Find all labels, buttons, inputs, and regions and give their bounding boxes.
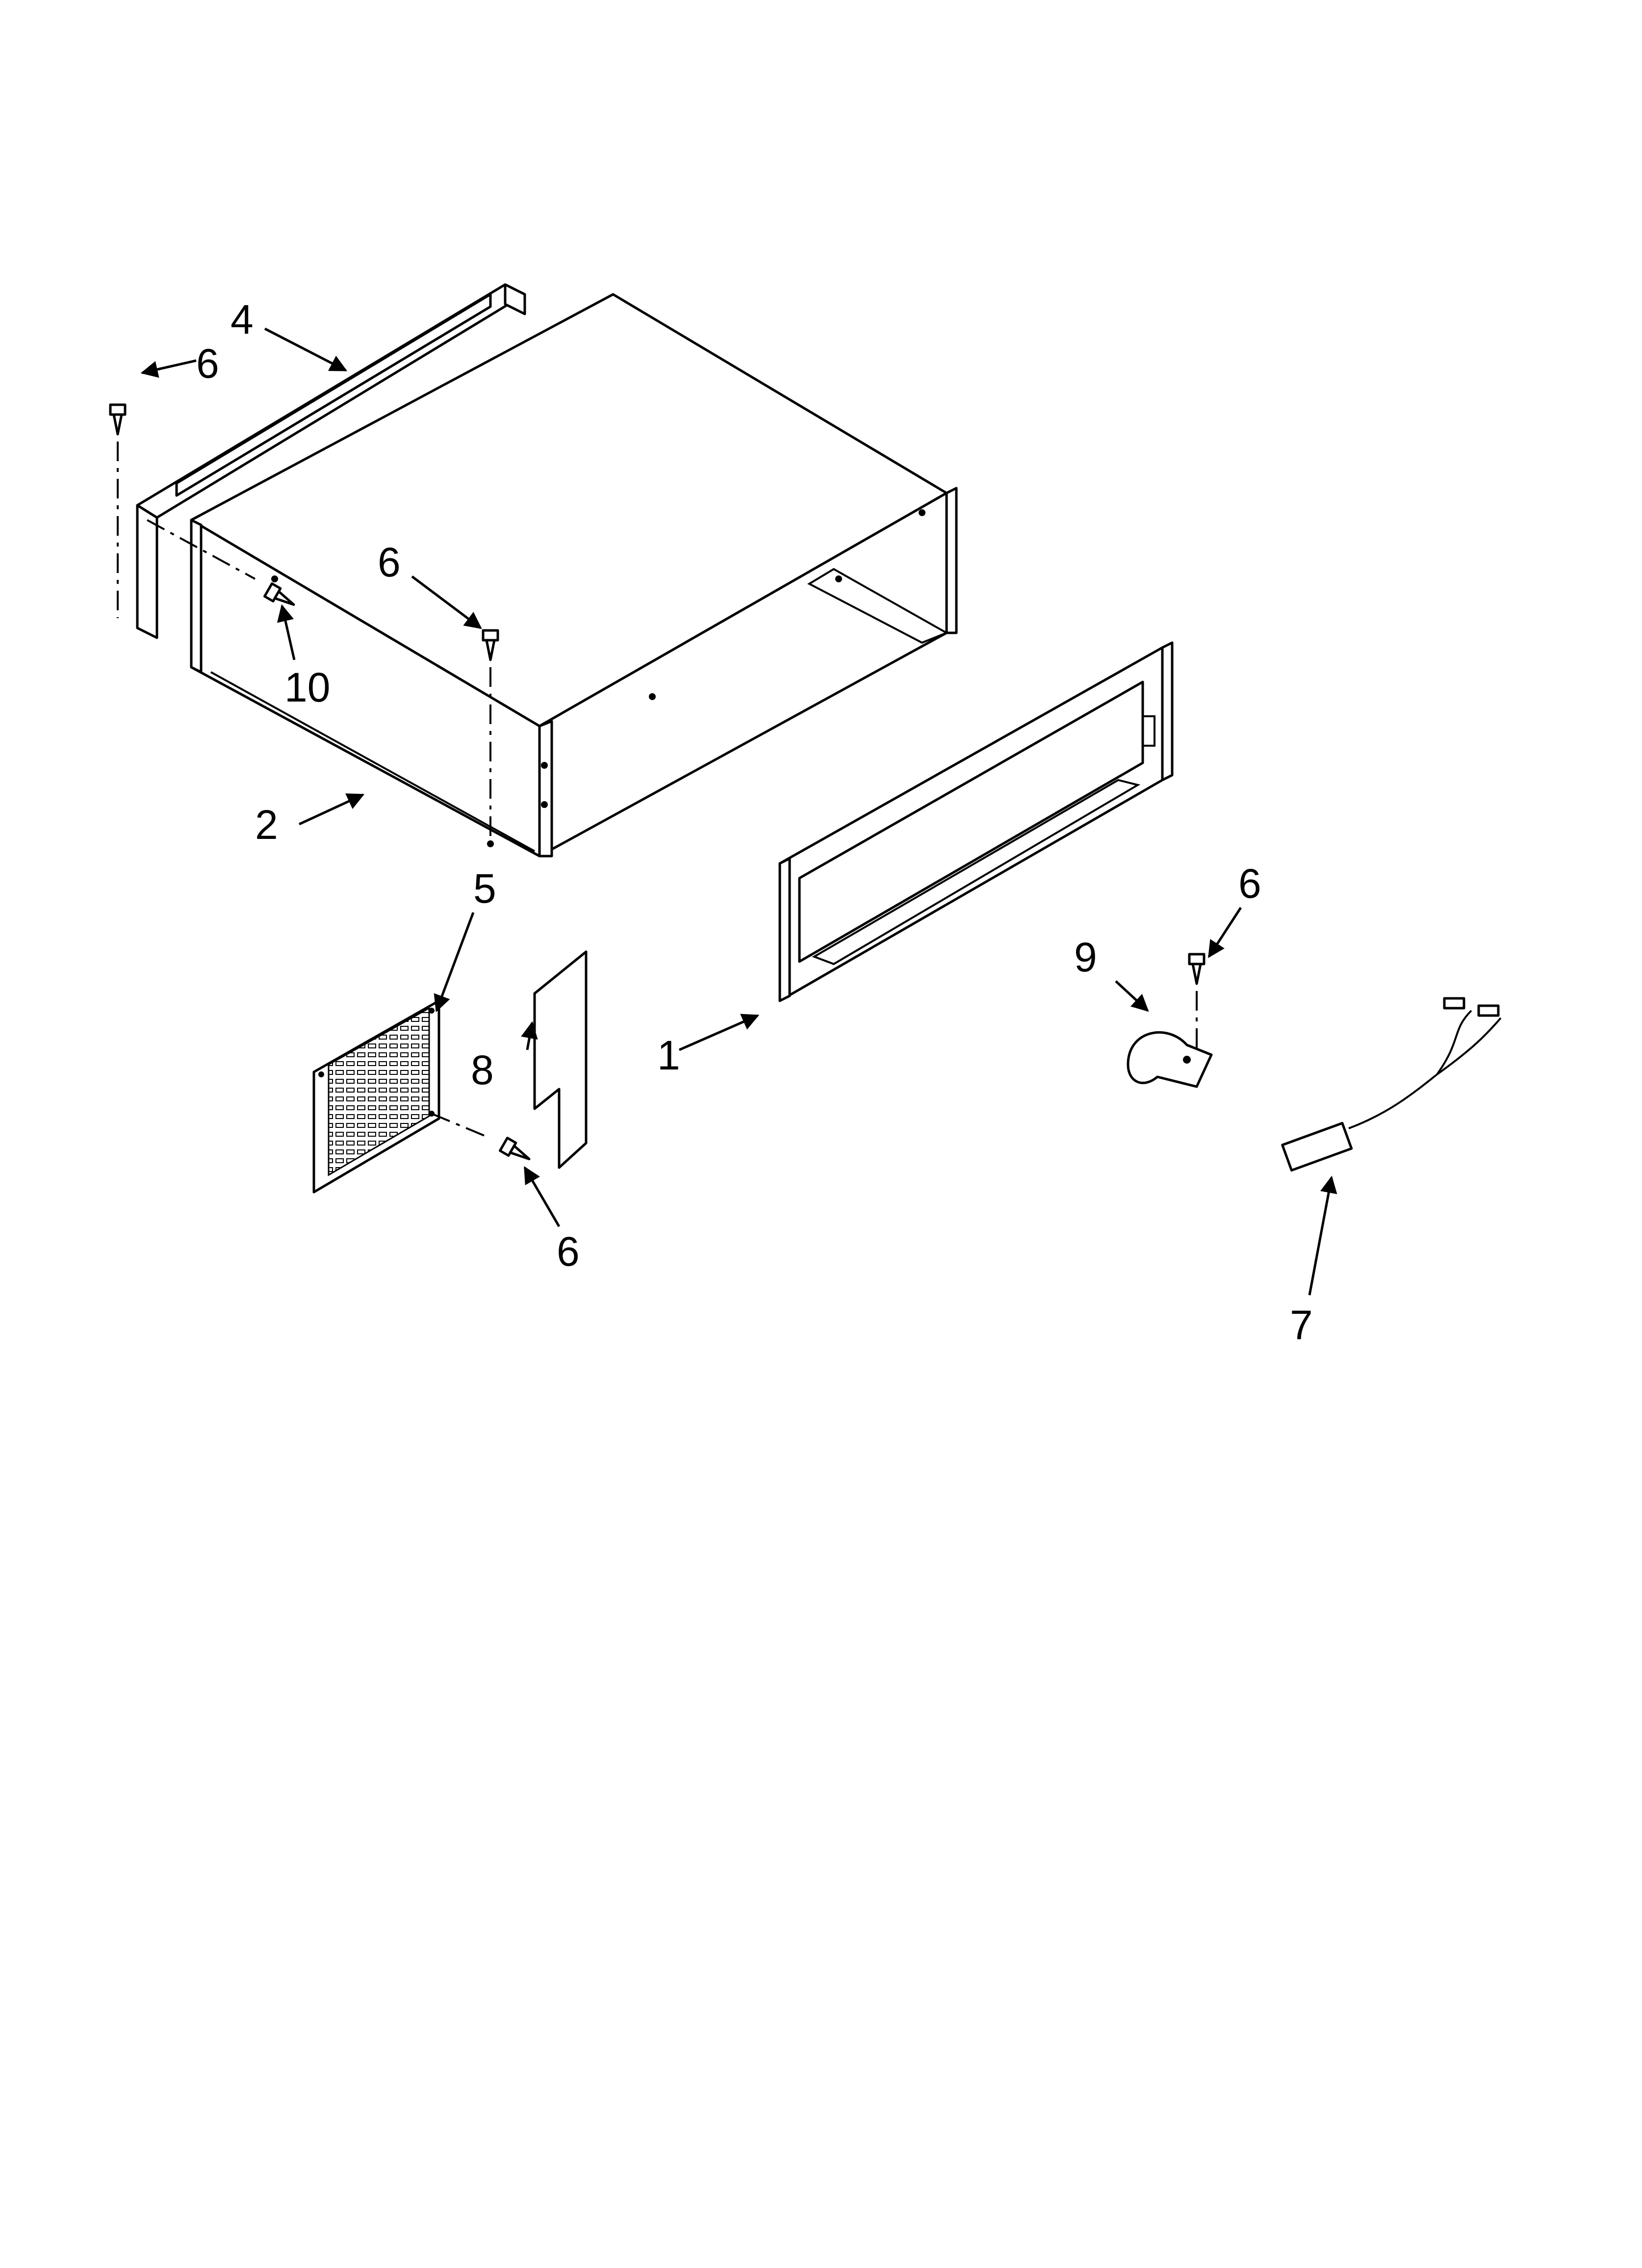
callout-4: 4 [231,296,254,342]
callout-7: 7 [1290,1302,1313,1348]
callout-10: 10 [284,664,330,710]
part-wire-harness [1281,997,1502,1172]
screw-icon [263,582,295,606]
callout-8: 8 [471,1047,494,1093]
callout-6-right: 6 [1238,860,1261,907]
callout-9: 9 [1074,934,1097,980]
part-insulation-pad [533,950,588,1169]
part-back-rail [136,283,526,639]
callout-2: 2 [255,802,278,848]
screw-icon [499,1137,531,1160]
callout-6-top-center: 6 [378,539,401,585]
callout-6-bottom: 6 [557,1228,580,1275]
part-front-frame [778,641,1174,1002]
part-clamp [1127,1031,1213,1088]
callout-6-top-left: 6 [196,340,219,387]
callout-5: 5 [473,865,496,912]
screw-icon [482,629,499,661]
callout-1: 1 [657,1032,680,1078]
screw-icon [109,403,127,436]
screw-icon [1188,953,1206,985]
part-grille-panel [312,999,440,1194]
part-cabinet-shroud [190,293,958,858]
